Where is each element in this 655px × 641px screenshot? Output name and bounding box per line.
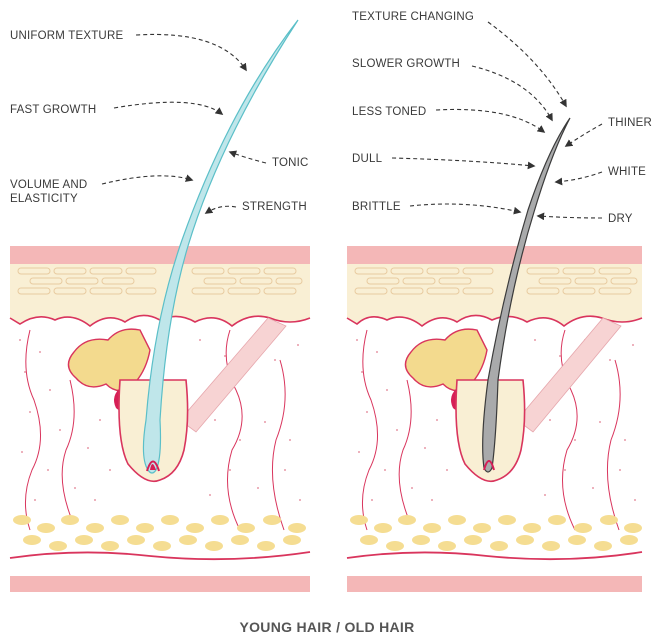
label-tonic: TONIC [272, 157, 309, 169]
arrow-dry [538, 216, 602, 218]
old-hair-panel: TEXTURE CHANGING SLOWER GROWTH LESS TONE… [347, 11, 652, 592]
arrow-less-toned [436, 109, 544, 132]
label-dull: DULL [352, 153, 383, 165]
caption: YOUNG HAIR / OLD HAIR [239, 619, 414, 635]
arrow-white [556, 172, 602, 182]
arrow-uniform-texture [136, 34, 246, 70]
label-fast-growth: FAST GROWTH [10, 104, 96, 116]
arrow-thiner [566, 124, 602, 146]
arrow-tonic [230, 152, 266, 163]
arrow-slower-growth [472, 66, 552, 120]
label-volume-1: VOLUME AND [10, 179, 87, 191]
label-thiner: THINER [608, 117, 652, 129]
arrow-volume [102, 176, 192, 184]
arrow-brittle [410, 204, 520, 212]
bottom-band [10, 576, 310, 592]
label-white: WHITE [608, 166, 646, 178]
bottom-band [347, 576, 642, 592]
arrow-texture-changing [488, 22, 566, 106]
label-brittle: BRITTLE [352, 201, 401, 213]
label-less-toned: LESS TONED [352, 106, 426, 118]
skin-surface [10, 246, 310, 264]
arrow-dull [392, 158, 534, 166]
label-strength: STRENGTH [242, 201, 307, 213]
label-uniform-texture: UNIFORM TEXTURE [10, 30, 123, 42]
label-slower-growth: SLOWER GROWTH [352, 58, 460, 70]
arrow-fast-growth [114, 102, 222, 114]
skin-surface [347, 246, 642, 264]
arrow-strength [206, 206, 236, 213]
label-volume-2: ELASTICITY [10, 193, 78, 205]
label-texture-changing: TEXTURE CHANGING [352, 11, 474, 23]
young-hair-panel: UNIFORM TEXTURE FAST GROWTH TONIC VOLUME… [10, 20, 310, 592]
label-dry: DRY [608, 213, 633, 225]
